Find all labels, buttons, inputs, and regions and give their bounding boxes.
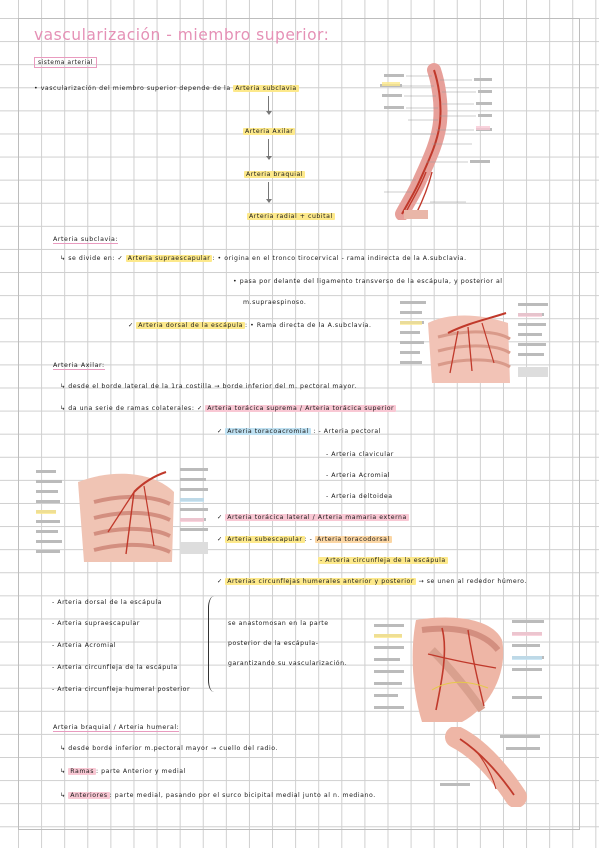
axilar-circunfleja-escapula: - Arteria circunfleja de la escápula xyxy=(318,557,448,564)
arrow-down-icon xyxy=(265,139,272,160)
arrow-down-icon xyxy=(265,182,272,203)
braquial-line3: ↳ Anteriores: parte medial, pasando por … xyxy=(60,792,376,799)
anastomosis-item-5: - Arteria circunfleja humeral posterior xyxy=(52,686,191,693)
braquial-heading: Arteria braquial / Arteria humeral: xyxy=(53,724,180,732)
intro-line: • vascularización del miembro superior d… xyxy=(34,85,299,93)
anastomosis-item-2: - Arteria supraescapular xyxy=(52,620,140,627)
subclavia-line1: ↳ se divide en: ✓ Arteria supraescapular… xyxy=(60,255,467,262)
chain-braquial: Arteria braquial xyxy=(244,171,306,178)
branch-acromial: - Arteria Acromial xyxy=(326,472,391,479)
branch-clavicular: - Arteria clavicular xyxy=(326,451,394,458)
axilar-subescapular: ✓ Arteria subescapular: - Arteria toraco… xyxy=(217,536,392,543)
arrow-down-icon xyxy=(265,96,272,115)
anastomosis-text-2: posterior de la escápula- xyxy=(228,640,319,647)
branch-deltoidea: - Arteria deltoidea xyxy=(326,493,393,500)
intro-highlight: Arteria subclavia xyxy=(233,85,299,92)
arm-arteries-figure xyxy=(380,63,492,220)
anastomosis-text-1: se anastomosan en la parte xyxy=(228,620,329,627)
brace-shape xyxy=(208,596,220,692)
anastomosis-item-4: - Arteria circunfleja de la escápula xyxy=(52,664,178,671)
intro-text: • vascularización del miembro superior d… xyxy=(34,85,234,92)
anastomosis-item-1: - Arteria dorsal de la escápula xyxy=(52,599,163,606)
braquial-line2: ↳ Ramas: parte Anterior y medial xyxy=(60,768,186,775)
axilar-circunflejas-humerales: ✓ Arterias circunflejas humerales anteri… xyxy=(217,578,527,585)
section-label: sistema arterial xyxy=(34,57,98,68)
axilar-line1: ↳ desde el borde lateral de la 1ra costi… xyxy=(60,383,357,390)
anastomosis-item-3: - Arteria Acromial xyxy=(52,642,117,649)
chain-radial-cubital: Arteria radial + cubital xyxy=(247,213,335,220)
braquial-line1: ↳ desde borde inferior m.pectoral mayor … xyxy=(60,745,278,752)
anastomosis-text-3: garantizando su vascularización. xyxy=(228,660,348,667)
subclavia-heading: Arteria subclavia: xyxy=(53,236,119,244)
braquial-artery-figure xyxy=(440,727,540,807)
subclavia-dorsal-line: ✓ Arteria dorsal de la escápula: • Rama … xyxy=(128,322,372,329)
grid-frame xyxy=(18,18,580,830)
thorax-arteries-figure xyxy=(36,468,208,562)
axilar-line2: ↳ da una serie de ramas colaterales: ✓ A… xyxy=(60,405,397,412)
axilar-heading: Arteria Axilar: xyxy=(53,362,105,370)
subclavia-line2: • pasa por delante del ligamento transve… xyxy=(233,278,503,285)
subclavia-line3: m.supraespinoso. xyxy=(243,299,307,306)
chain-axilar: Arteria Axilar xyxy=(243,128,296,135)
axilar-toracica-lateral: ✓ Arteria torácica lateral / Arteria mam… xyxy=(217,514,409,521)
page-title: vascularización - miembro superior: xyxy=(34,25,330,45)
shoulder-arteries-figure xyxy=(400,301,548,383)
scapula-arteries-figure xyxy=(374,617,544,722)
axilar-toracoacromial: ✓ Arteria toracoacromial : - Arteria pec… xyxy=(217,428,381,435)
